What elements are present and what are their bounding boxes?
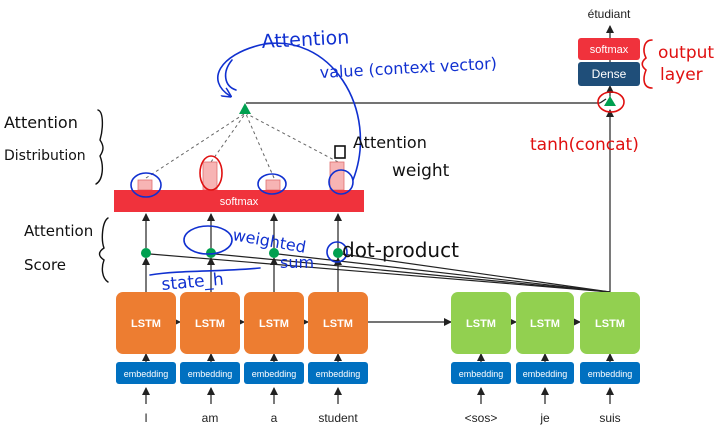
encoder-lstm-3	[244, 292, 304, 354]
weighted-sum-line-2: sum	[280, 253, 314, 272]
decoder-lstm-3	[580, 292, 640, 354]
attention-bar-2	[202, 161, 218, 191]
decoder-word-3: suis	[599, 411, 620, 425]
attention-value-line-1: Attention	[261, 26, 350, 53]
encoder-lstms: LSTM LSTM LSTM LSTM	[116, 292, 368, 354]
encoder-word-3: a	[271, 411, 278, 425]
bar-circle-2	[257, 173, 287, 195]
red-annotations	[199, 39, 653, 191]
decoder-word-1: <sos>	[465, 411, 498, 425]
decoder-embedding-1	[451, 362, 511, 384]
encoder-word-4: student	[318, 411, 358, 425]
encoder-embedding-label-1: embedding	[124, 369, 169, 379]
output-softmax-label: softmax	[590, 44, 629, 56]
dot-product-label: dot-product	[342, 238, 459, 262]
attention-value-node	[239, 103, 251, 114]
output-layer-line-2: layer	[660, 65, 703, 85]
dense-label: Dense	[592, 67, 627, 81]
encoder-word-2: am	[202, 411, 219, 425]
decoder-lstm-label-1: LSTM	[466, 318, 496, 330]
blue-annotations	[130, 42, 362, 276]
connection-lines	[142, 25, 614, 404]
distribution-bracket	[95, 109, 104, 185]
decoder-embedding-label-1: embedding	[459, 369, 504, 379]
bar-circle-1	[130, 172, 162, 198]
decoder-word-2: je	[539, 411, 550, 425]
embeddings: embedding embedding embedding embedding …	[116, 362, 640, 384]
encoder-word-1: I	[144, 411, 147, 425]
attention-weight-dashes	[145, 113, 339, 179]
weight-marker	[334, 145, 346, 159]
tanh-concat-label: tanh(concat)	[530, 135, 639, 155]
attention-weight-line-2: weight	[392, 161, 450, 181]
encoder-lstm-label-2: LSTM	[195, 318, 225, 330]
attention-weight-line-1: Attention	[353, 133, 427, 152]
node-circle-2	[183, 225, 233, 255]
encoder-lstm-2	[180, 292, 240, 354]
decoder-lstms: LSTM LSTM LSTM	[451, 292, 640, 354]
score-node-3	[269, 248, 279, 258]
encoder-lstm-1	[116, 292, 176, 354]
decoder-lstm-label-3: LSTM	[595, 318, 625, 330]
encoder-lstm-label-1: LSTM	[131, 318, 161, 330]
attention-score-line-2: Score	[24, 256, 66, 274]
score-node-4	[333, 248, 343, 258]
black-annotations	[95, 109, 109, 283]
output-softmax-box	[578, 38, 640, 60]
output-layer-line-1: output	[658, 43, 714, 63]
state-h-scribble	[149, 267, 261, 276]
score-node-2	[206, 248, 216, 258]
attention-value-arc	[217, 42, 362, 181]
attention-bars	[137, 161, 345, 191]
encoder-embedding-2	[180, 362, 240, 384]
decoder-embedding-3	[580, 362, 640, 384]
encoder-lstm-label-3: LSTM	[259, 318, 289, 330]
state-h-label: state_h	[161, 270, 225, 295]
encoder-lstm-label-4: LSTM	[323, 318, 353, 330]
decoder-lstm-label-2: LSTM	[530, 318, 560, 330]
decoder-lstm-2	[516, 292, 574, 354]
attention-distribution-line-2: Distribution	[4, 148, 86, 164]
concat-node	[604, 96, 616, 106]
score-bracket	[98, 217, 109, 283]
attention-distribution-line-1: Attention	[4, 113, 78, 132]
encoder-embedding-3	[244, 362, 304, 384]
decoder-embedding-label-3: embedding	[588, 369, 633, 379]
attention-value-line-2: value (context vector)	[319, 54, 497, 82]
attention-bar-4	[329, 161, 345, 191]
output-word: étudiant	[588, 7, 631, 21]
attention-score-line-1: Attention	[24, 222, 93, 240]
bar-circle-red-1	[199, 155, 223, 191]
concat-circle	[597, 91, 625, 113]
softmax-bar	[114, 190, 364, 212]
output-layer-bracket	[641, 39, 653, 89]
node-circle-4	[326, 241, 348, 263]
encoder-embedding-label-4: embedding	[316, 369, 361, 379]
input-words: I am a student <sos> je suis	[144, 411, 620, 425]
decoder-embedding-label-2: embedding	[523, 369, 568, 379]
decoder-lstm-1	[451, 292, 511, 354]
bar-circle-3	[328, 169, 354, 195]
attention-value-hook	[224, 59, 237, 91]
softmax-bar-label: softmax	[220, 196, 259, 208]
encoder-embedding-label-3: embedding	[252, 369, 297, 379]
encoder-embedding-label-2: embedding	[188, 369, 233, 379]
score-node-1	[141, 248, 151, 258]
attention-bar-1	[137, 179, 153, 191]
encoder-lstm-4	[308, 292, 368, 354]
dense-box	[578, 62, 640, 86]
encoder-embedding-1	[116, 362, 176, 384]
attention-bar-3	[265, 179, 281, 191]
encoder-embedding-4	[308, 362, 368, 384]
decoder-embedding-2	[516, 362, 574, 384]
